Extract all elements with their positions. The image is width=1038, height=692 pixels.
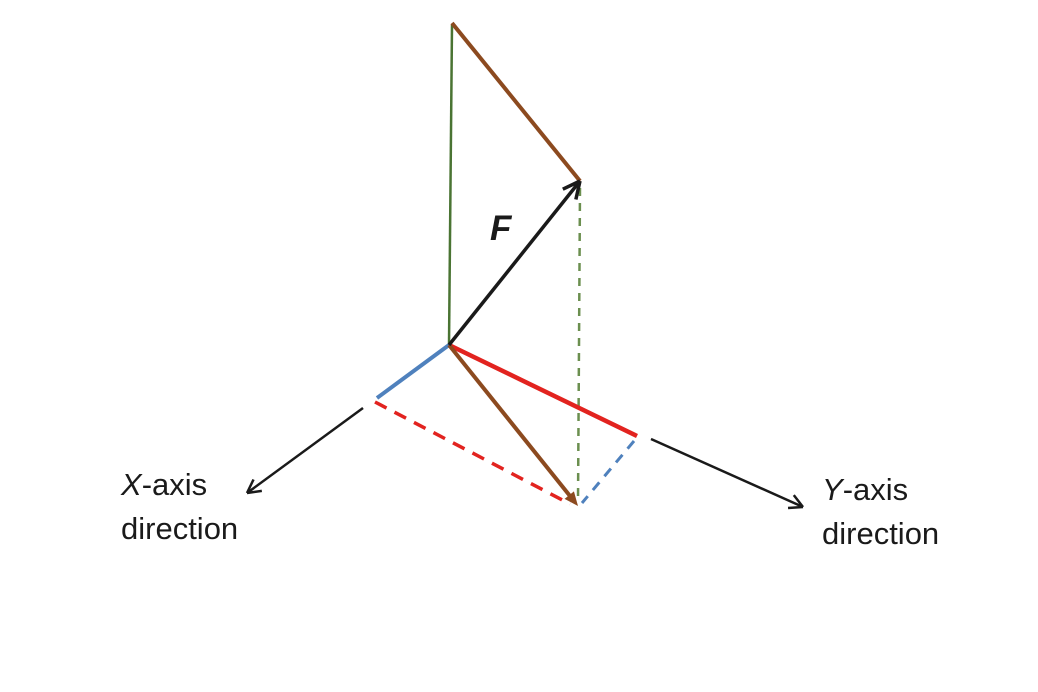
x-axis-direction-label: X-axis direction	[121, 463, 238, 551]
y-component-line	[448, 342, 638, 439]
f-vector-arrow	[447, 179, 582, 347]
x-axis-direction-arrow-head	[245, 478, 255, 494]
y-axis-direction-arrow-head	[792, 494, 804, 508]
xy-projection-arrow	[447, 343, 573, 498]
y-axis-letter: Y	[822, 472, 843, 507]
y-axis-direction-label: Y-axis direction	[822, 468, 939, 556]
x-axis-letter: X	[121, 467, 142, 502]
x-axis-suffix: -axis	[141, 467, 208, 502]
y-axis-direction-arrow-head	[787, 505, 804, 510]
f-vector-arrow-head	[562, 179, 581, 191]
y-axis-line2: direction	[822, 516, 940, 551]
xy-projection-arrow-head	[564, 491, 578, 506]
y-axis-suffix: -axis	[842, 472, 909, 507]
top-slant-line	[450, 21, 582, 183]
x-component-dashed	[374, 400, 571, 506]
x-axis-line2: direction	[121, 511, 239, 546]
y-axis-direction-arrow	[650, 437, 804, 509]
f-vector-label: F	[490, 209, 512, 248]
y-component-dashed	[580, 440, 636, 504]
x-component-line	[375, 343, 451, 400]
z-axis-line	[447, 24, 454, 346]
vertical-drop-dashed	[576, 187, 582, 503]
f-vector-arrow-head	[574, 180, 582, 200]
x-axis-direction-arrow	[246, 406, 364, 495]
x-axis-direction-arrow-head	[246, 489, 263, 495]
